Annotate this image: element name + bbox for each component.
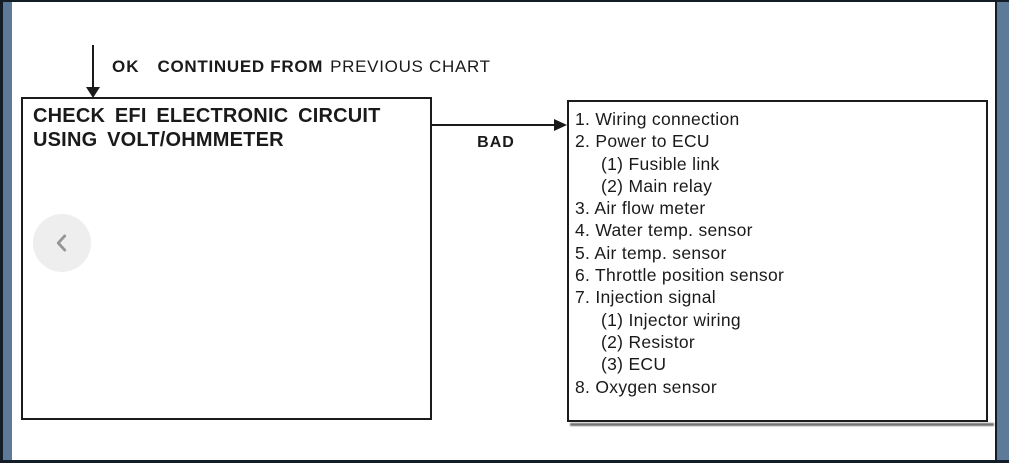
frame-strip-right (995, 1, 1009, 461)
previous-chart-label: PREVIOUS CHART (330, 57, 491, 76)
check-efi-circuit-box: CHECK EFI ELECTRONIC CIRCUIT USING VOLT/… (21, 97, 432, 420)
fault-list-item: 5. Air temp. sensor (575, 242, 727, 263)
bad-arrow-label: BAD (477, 134, 515, 151)
frame-border-top (0, 0, 1009, 2)
down-arrow-line (92, 45, 94, 89)
continued-from-label: CONTINUED FROM (157, 57, 324, 76)
fault-list-item: 6. Throttle position sensor (575, 265, 785, 286)
fault-list-item: (2) Resistor (601, 331, 696, 352)
frame-border-left (0, 0, 3, 463)
bad-arrow-head (554, 119, 567, 131)
frame-border-bottom (0, 460, 1009, 463)
continuation-label: OK CONTINUED FROM PREVIOUS CHART (112, 57, 491, 77)
fault-list-item: 7. Injection signal (575, 287, 716, 308)
scan-artifact-line (570, 423, 994, 426)
fault-list-item: 3. Air flow meter (575, 198, 706, 219)
fault-list-item: (1) Fusible link (601, 153, 720, 174)
fault-list-item: 8. Oxygen sensor (575, 376, 717, 397)
fault-list-item: (1) Injector wiring (601, 309, 741, 330)
fault-list-item: (3) ECU (601, 354, 667, 375)
check-box-title-line1: CHECK EFI ELECTRONIC CIRCUIT (33, 105, 381, 127)
chevron-left-icon (56, 234, 67, 252)
fault-list-item: 2. Power to ECU (575, 131, 710, 152)
fault-list-item: (2) Main relay (601, 175, 713, 196)
bad-arrow-line (432, 124, 556, 126)
check-box-title-line2: USING VOLT/OHMMETER (33, 128, 284, 151)
frame-strip-left (3, 1, 12, 461)
down-arrow-head (86, 87, 100, 98)
fault-list-item: 1. Wiring connection (575, 109, 740, 129)
fault-list-item: 4. Water temp. sensor (575, 220, 753, 241)
previous-button[interactable] (33, 214, 91, 272)
check-box-title: CHECK EFI ELECTRONIC CIRCUIT USING VOLT/… (23, 99, 430, 152)
ok-label: OK (112, 57, 140, 76)
